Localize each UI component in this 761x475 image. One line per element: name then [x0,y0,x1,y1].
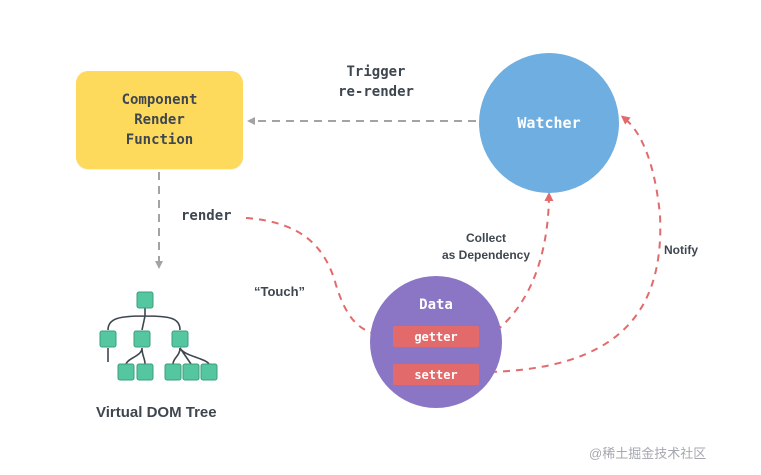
watcher-node: Watcher [479,53,619,193]
crf-line-3: Function [125,132,194,148]
collect-dependency-arrow [495,192,554,332]
crf-line-1: Component [121,92,198,108]
getter-pill: getter [393,326,479,347]
virtual-dom-tree-icon [99,291,218,381]
virtual-dom-tree-label: Virtual DOM Tree [96,404,217,421]
data-title: Data [419,297,453,313]
render-label: render [181,208,232,224]
touch-arrow [245,217,390,340]
setter-pill: setter [393,364,479,385]
trigger-label-line-2: re-render [338,84,414,100]
notify-label: Notify [664,243,698,257]
touch-label: “Touch” [254,284,306,299]
trigger-rerender-label: Trigger re-render [330,62,422,102]
component-render-function-box: Component Render Function [76,71,243,169]
data-node: Data getter setter [370,276,502,408]
collect-dependency-label: Collect as Dependency [424,230,548,264]
notify-arrow [489,115,662,373]
crf-line-2: Render [134,112,185,128]
watcher-label: Watcher [517,114,581,132]
collect-label-line-1: Collect [465,231,506,245]
collect-label-line-2: as Dependency [441,248,531,262]
watermark: @稀土掘金技术社区 [589,446,707,461]
trigger-label-line-1: Trigger [346,64,406,80]
